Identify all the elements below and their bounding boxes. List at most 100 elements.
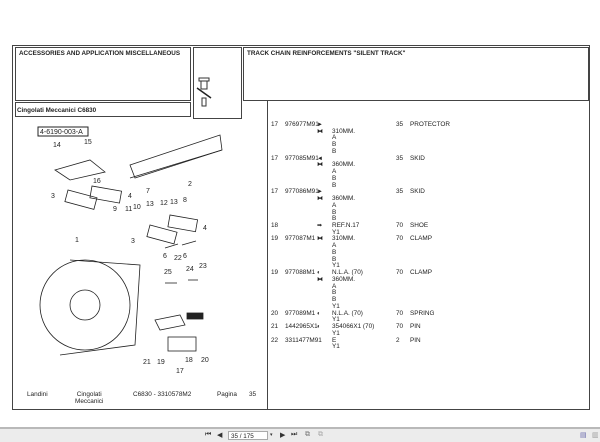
copy-icon[interactable]: ⧉ — [305, 431, 310, 438]
svg-text:13: 13 — [146, 201, 154, 208]
item-number: 19 — [271, 235, 279, 243]
svg-text:4: 4 — [203, 225, 207, 232]
pdf-toolbar: ⏮ ◀ 35 / 175 ▾ ▶ ⏭ ⧉ ⧉ ▤ ▥ — [0, 427, 600, 442]
item-number: 17 — [271, 188, 279, 196]
description: Y1 — [332, 343, 340, 351]
quantity: 35 — [396, 121, 404, 128]
part-name: CLAMP — [410, 235, 433, 243]
svg-text:24: 24 — [186, 266, 194, 273]
description: A — [332, 201, 337, 209]
description: 310MM. — [332, 127, 356, 135]
svg-text:16: 16 — [93, 178, 101, 185]
footer-page-number: 35 — [249, 391, 257, 398]
item-number: 21 — [271, 323, 279, 331]
description: Y1 — [332, 316, 340, 324]
description: B — [332, 181, 337, 189]
item-number: 22 — [271, 336, 279, 344]
svg-text:25: 25 — [164, 269, 172, 276]
svg-text:14: 14 — [53, 142, 61, 149]
description: 354066X1 (70) — [332, 323, 375, 331]
svg-text:3: 3 — [51, 193, 55, 200]
part-name: SHOE — [410, 222, 429, 230]
description: 360MM. — [332, 275, 356, 283]
quantity: 35 — [396, 188, 404, 196]
single-page-view-icon[interactable]: ▤ — [580, 432, 587, 439]
description: 310MM. — [332, 235, 356, 243]
continuous-view-icon[interactable]: ▥ — [592, 432, 599, 439]
symbol: ⧓ — [317, 128, 323, 135]
svg-text:2: 2 — [188, 181, 192, 188]
item-number: 19 — [271, 269, 279, 277]
item-number: 17 — [271, 154, 279, 162]
footer-series-line2: Meccanici — [75, 398, 104, 405]
description: B — [332, 296, 337, 304]
icon-box — [193, 47, 242, 119]
symbol: ◄ — [317, 155, 323, 162]
description: Y1 — [332, 262, 340, 270]
part-number: 977088M1 — [285, 269, 316, 277]
part-number: 977089M1 — [285, 309, 316, 317]
prev-page-icon[interactable]: ◀ — [217, 432, 223, 439]
svg-text:7: 7 — [146, 188, 150, 195]
symbol: ⧓ — [317, 162, 323, 169]
quantity: 70 — [396, 269, 404, 277]
svg-text:17: 17 — [176, 368, 184, 375]
description: B — [332, 147, 337, 155]
group-title: TRACK CHAIN REINFORCEMENTS "SILENT TRACK… — [247, 50, 406, 57]
last-page-icon[interactable]: ⏭ — [291, 431, 298, 438]
section-title: ACCESSORIES AND APPLICATION MISCELLANEOU… — [19, 50, 181, 57]
part-name: SPRING — [410, 309, 435, 317]
symbol: ► — [317, 122, 323, 128]
footer-model: C6830 - 3310578M2 — [133, 391, 192, 398]
description: B — [332, 141, 337, 149]
svg-text:12: 12 — [160, 200, 168, 207]
symbol: ► — [317, 189, 323, 196]
symbol: ◐ — [317, 324, 321, 331]
first-page-icon[interactable]: ⏮ — [205, 431, 212, 438]
description: B — [332, 289, 337, 297]
part-name: CLAMP — [410, 269, 433, 277]
part-number: 976977M91 — [285, 121, 319, 128]
part-number: 977086M91 — [285, 188, 319, 196]
page-dropdown-icon[interactable]: ▾ — [270, 432, 273, 438]
item-number: 20 — [271, 309, 279, 317]
column-divider — [267, 101, 268, 409]
description: A — [332, 282, 337, 290]
description: Y1 — [332, 228, 340, 236]
item-number: 17 — [271, 121, 279, 128]
svg-text:15: 15 — [84, 139, 92, 146]
description: B — [332, 208, 337, 216]
page-number-input[interactable]: 35 / 175 — [228, 431, 268, 440]
svg-text:9: 9 — [113, 206, 117, 213]
svg-text:6: 6 — [183, 253, 187, 260]
quantity: 70 — [396, 235, 404, 243]
subsection-box: Cingolati Meccanici C6830 — [15, 102, 191, 117]
symbol: ⧓ — [317, 196, 323, 203]
part-number: 3311477M91 — [285, 336, 322, 344]
quantity: 70 — [396, 323, 404, 331]
footer-brand: Landini — [27, 391, 48, 398]
diagram-ref: 4-6190-003-A — [40, 129, 83, 136]
svg-text:10: 10 — [133, 204, 141, 211]
svg-text:1: 1 — [75, 237, 79, 244]
description: Y1 — [332, 329, 340, 337]
svg-text:4: 4 — [128, 193, 132, 200]
part-number: 977085M91 — [285, 154, 319, 162]
description: B — [332, 174, 337, 182]
paste-icon[interactable]: ⧉ — [318, 431, 323, 438]
part-number: 977087M1 — [285, 235, 316, 243]
svg-text:6: 6 — [163, 253, 167, 260]
description: A — [332, 242, 337, 250]
quantity: 70 — [396, 222, 404, 230]
symbol: ◐ — [317, 310, 321, 317]
description: A — [332, 168, 337, 176]
next-page-icon[interactable]: ▶ — [280, 432, 286, 439]
symbol: ⧓ — [317, 236, 323, 243]
part-name: SKID — [410, 188, 425, 196]
svg-text:11: 11 — [125, 206, 132, 213]
description: N.L.A. (70) — [332, 269, 363, 277]
symbol: ⧓ — [317, 276, 323, 283]
